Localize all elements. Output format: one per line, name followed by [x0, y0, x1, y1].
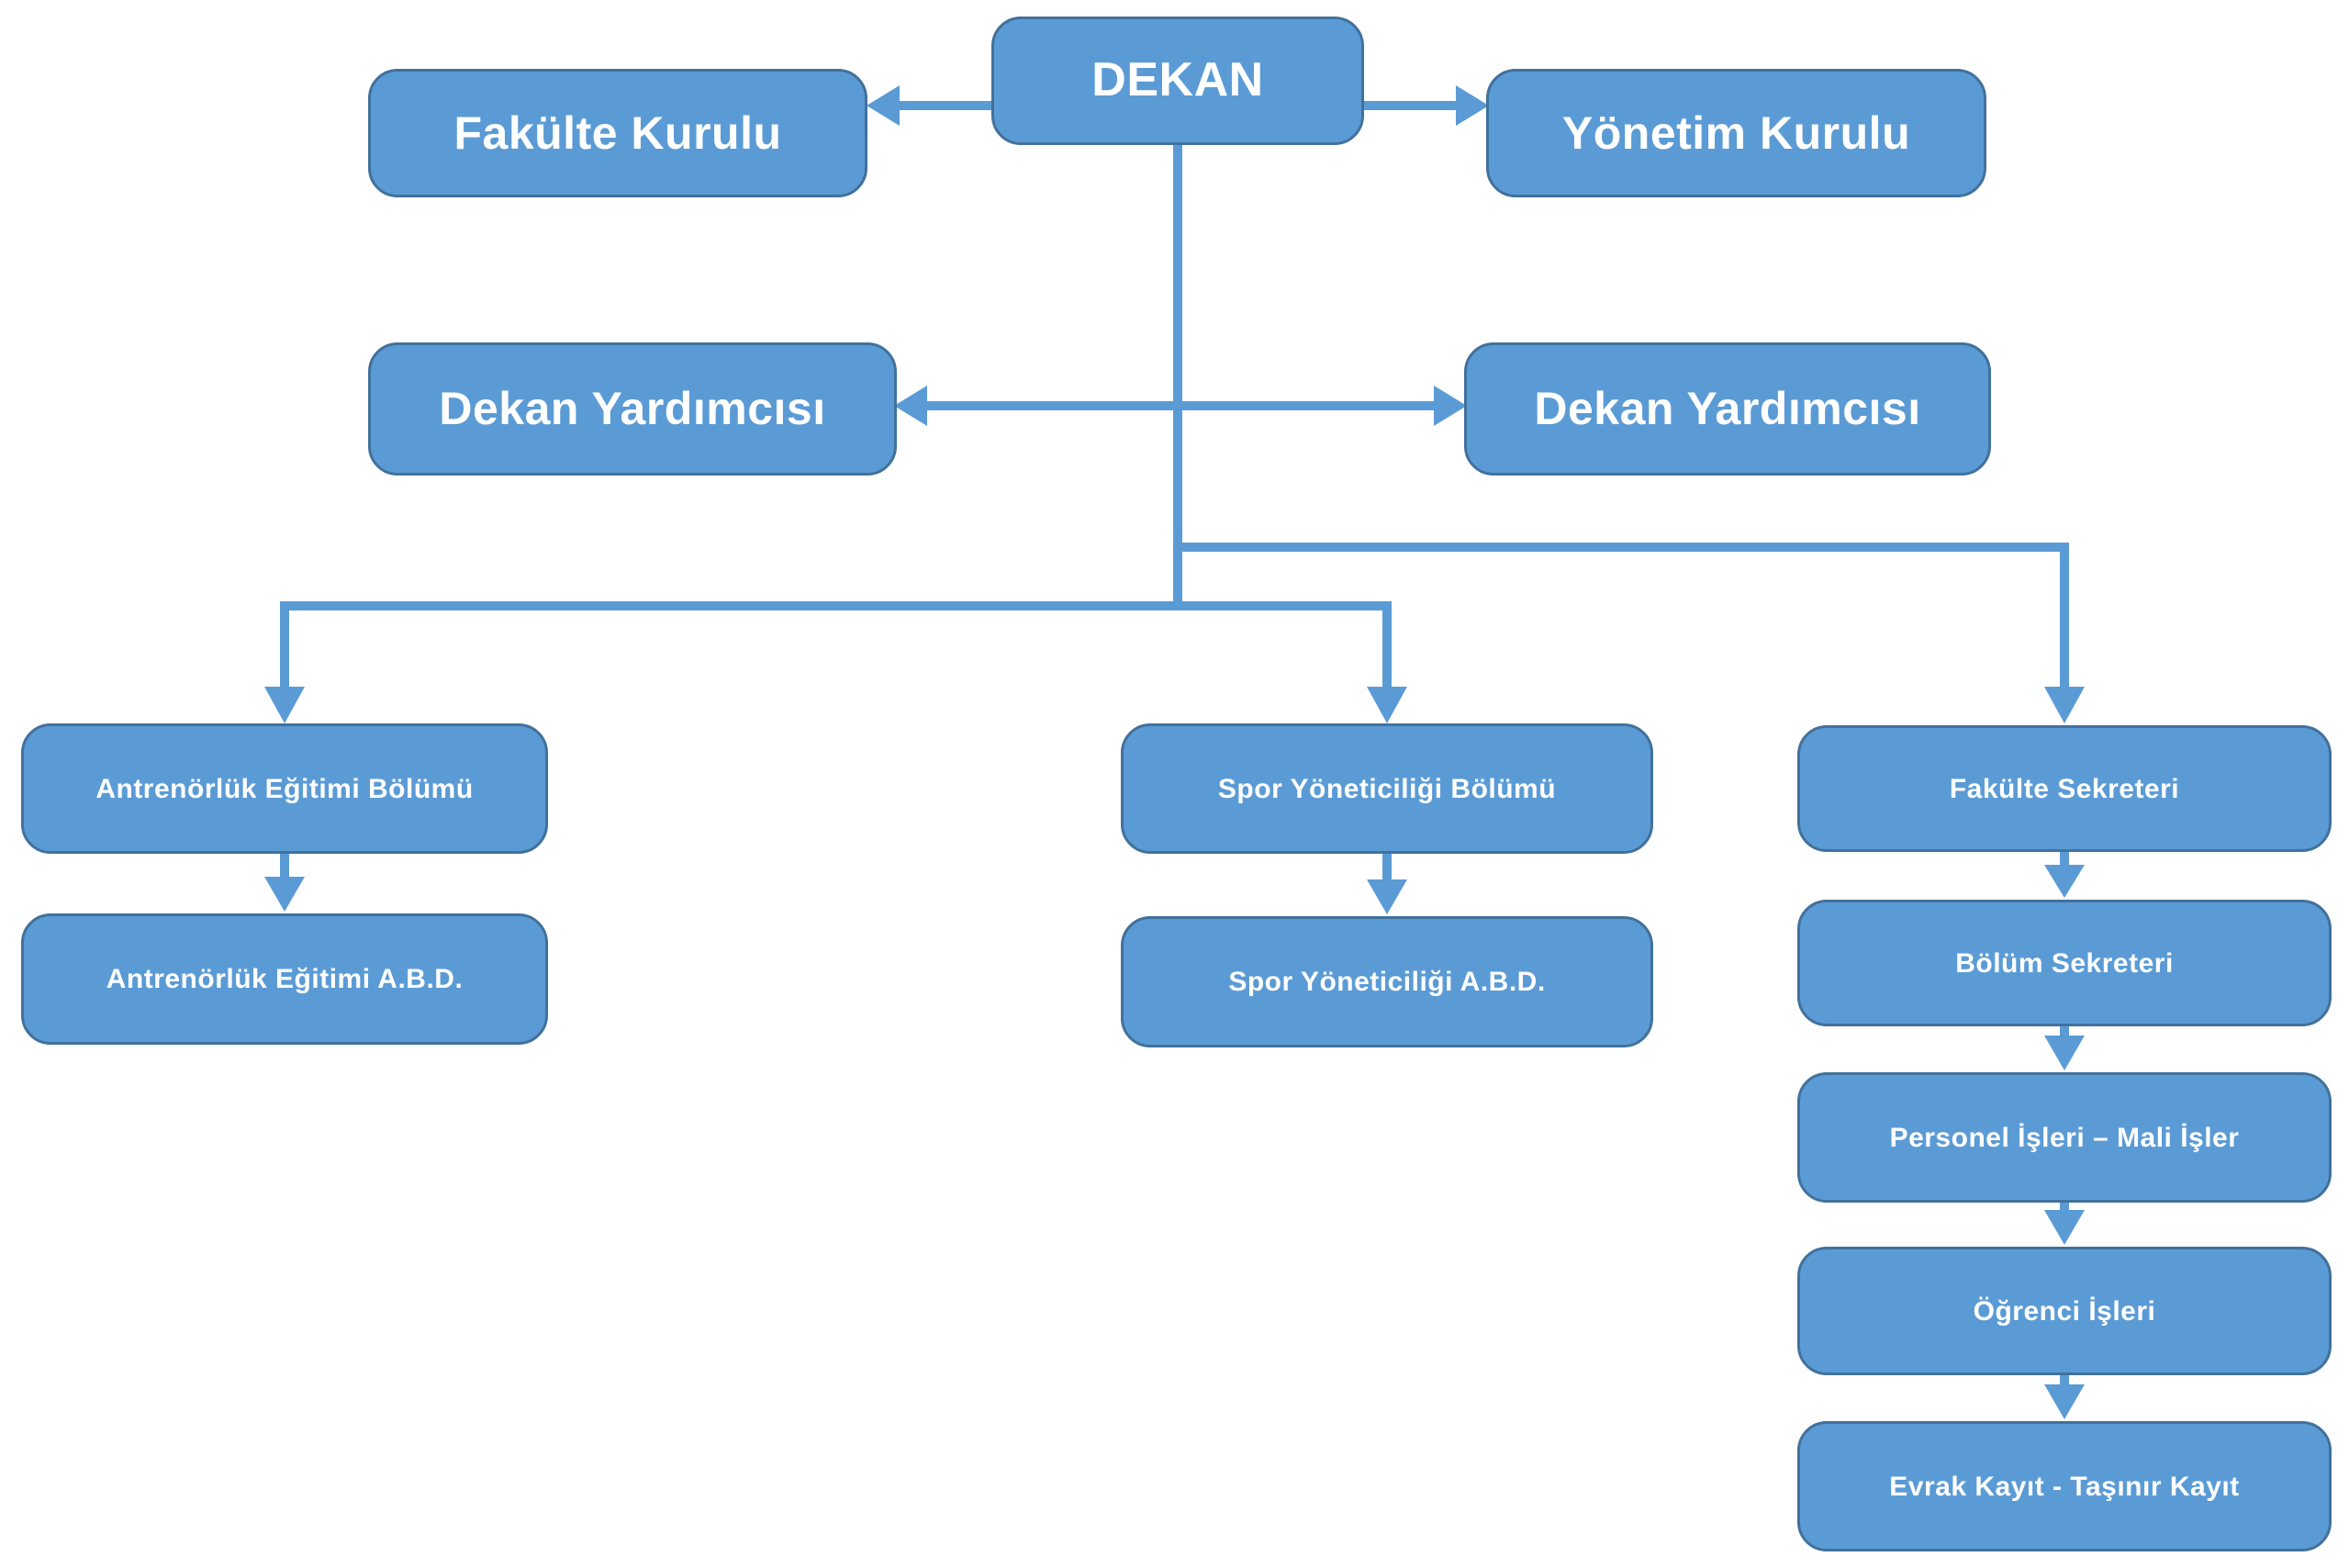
org-node-ogrenci-isleri: Öğrenci İşleri — [1797, 1247, 2332, 1375]
org-node-evrak-kayit-tasinir-kayit: Evrak Kayıt - Taşınır Kayıt — [1797, 1421, 2332, 1551]
org-node-antrenorluk-egitimi-bolumu: Antrenörlük Eğitimi Bölümü — [21, 723, 548, 854]
org-node-dekan: DEKAN — [991, 17, 1364, 145]
org-node-bolum-sekreteri: Bölüm Sekreteri — [1797, 900, 2332, 1026]
org-node-antrenorluk-egitimi-abd: Antrenörlük Eğitimi A.B.D. — [21, 913, 548, 1045]
org-node-dekan-yardimcisi-left: Dekan Yardımcısı — [368, 342, 897, 476]
org-node-spor-yoneticiligi-abd: Spor Yöneticiliği A.B.D. — [1121, 916, 1653, 1047]
org-node-personel-isleri-mali-isler: Personel İşleri – Mali İşler — [1797, 1072, 2332, 1203]
org-node-yonetim-kurulu: Yönetim Kurulu — [1486, 69, 1986, 197]
org-node-fakulte-sekreteri: Fakülte Sekreteri — [1797, 725, 2332, 852]
org-node-spor-yoneticiligi-bolumu: Spor Yöneticiliği Bölümü — [1121, 723, 1653, 854]
org-node-fakulte-kurulu: Fakülte Kurulu — [368, 69, 867, 197]
org-node-dekan-yardimcisi-right: Dekan Yardımcısı — [1464, 342, 1991, 476]
